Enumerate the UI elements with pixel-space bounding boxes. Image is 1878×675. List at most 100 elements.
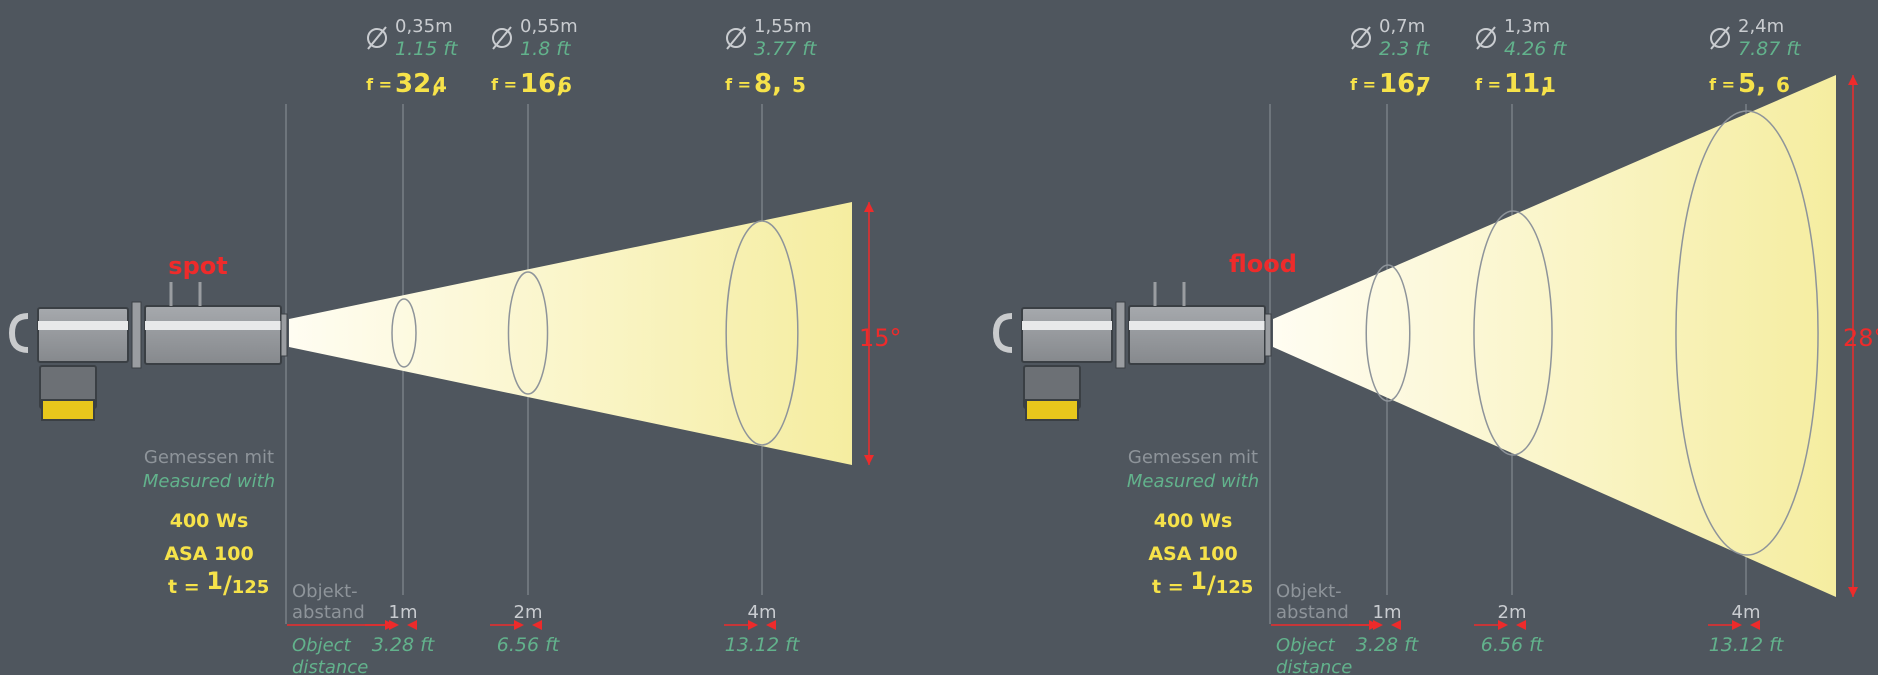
- energy-value: 400 Ws: [170, 510, 249, 532]
- exposure-time-num: 1: [206, 567, 223, 595]
- exposure-time-sep: /: [1207, 571, 1216, 599]
- diameter-symbol: [492, 28, 512, 48]
- exposure-time-num: 1: [1190, 567, 1207, 595]
- diameter-meters: 0,7m: [1379, 16, 1425, 37]
- stand-yellow-foot: [41, 399, 95, 421]
- diameter-symbol: [1351, 28, 1371, 48]
- f-number-main: 8,: [754, 69, 782, 99]
- distance-feet: 3.28 ft: [372, 634, 436, 656]
- distance-feet: 13.12 ft: [1709, 634, 1785, 656]
- f-number-decimal: 6: [558, 73, 572, 97]
- distance-de-line2: abstand: [292, 602, 365, 623]
- exposure-time-prefix: t =: [168, 576, 206, 598]
- f-number-main: 5,: [1738, 69, 1766, 99]
- lamp-lens-rim: [1264, 313, 1272, 357]
- beam-cross-section: [725, 220, 799, 446]
- lamp-stripe: [1022, 321, 1112, 330]
- diameter-slash: [1710, 26, 1730, 50]
- diameter-symbol: [1710, 28, 1730, 48]
- lamp-lens-rim: [280, 313, 288, 357]
- distance-meters: 2m: [1498, 602, 1527, 623]
- f-number-main: 11,: [1504, 69, 1550, 99]
- diameter-symbol: [726, 28, 746, 48]
- distance-feet: 3.28 ft: [1356, 634, 1420, 656]
- red-arrow: [1373, 620, 1383, 630]
- arrow-head-down: [864, 455, 874, 465]
- red-arrow: [389, 620, 399, 630]
- exposure-time: t = 1/125: [168, 567, 269, 599]
- f-prefix: f =: [1709, 75, 1735, 94]
- diameter-meters: 2,4m: [1738, 16, 1784, 37]
- lamp-stripe: [1129, 321, 1265, 330]
- lamp-body-front: [144, 305, 282, 365]
- exposure-time-sep: /: [223, 571, 232, 599]
- mode-label: flood: [1229, 250, 1297, 278]
- exposure-time-den: 125: [1216, 577, 1254, 598]
- distance-meters: 4m: [1732, 602, 1761, 623]
- red-arrow: [514, 620, 524, 630]
- red-arrow: [1498, 620, 1508, 630]
- f-prefix: f =: [366, 75, 392, 94]
- mode-label: spot: [168, 252, 227, 280]
- red-arrow: [1732, 620, 1742, 630]
- distance-meters: 2m: [514, 602, 543, 623]
- beam-angle-label: 15°: [859, 324, 902, 352]
- lamp-body-rear: [1021, 307, 1113, 363]
- lamp-ring: [1115, 301, 1126, 369]
- red-arrow: [407, 620, 417, 630]
- f-number-decimal: 6: [1776, 73, 1790, 97]
- measured-en: Measured with: [1127, 471, 1259, 492]
- distance-de-line2: abstand: [1276, 602, 1349, 623]
- beam-cross-section: [1675, 110, 1819, 556]
- lamp-body-front: [1128, 305, 1266, 365]
- diameter-meters: 1,3m: [1504, 16, 1550, 37]
- iso-value: ASA 100: [164, 543, 253, 565]
- light-beam: [1273, 75, 1836, 597]
- f-number-decimal: 5: [792, 73, 806, 97]
- f-prefix: f =: [725, 75, 751, 94]
- lamp-handle-icon: [8, 313, 29, 353]
- f-number-main: 32,: [395, 69, 441, 99]
- beam-cross-section: [507, 271, 549, 395]
- f-number-main: 16,: [1379, 69, 1425, 99]
- arrow-head-up: [864, 202, 874, 212]
- beam-cross-section: [391, 298, 417, 368]
- iso-value: ASA 100: [1148, 543, 1237, 565]
- diameter-feet: 2.3 ft: [1379, 38, 1431, 60]
- lamp-stripe: [38, 321, 128, 330]
- distance-de-line1: Objekt-: [292, 581, 358, 602]
- measured-de: Gemessen mit: [144, 447, 274, 468]
- exposure-time: t = 1/125: [1152, 567, 1253, 599]
- distance-feet: 6.56 ft: [497, 634, 561, 656]
- diameter-symbol: [367, 28, 387, 48]
- distance-feet: 13.12 ft: [725, 634, 801, 656]
- beam-cross-section: [1473, 210, 1553, 456]
- distance-de-line1: Objekt-: [1276, 581, 1342, 602]
- red-arrow: [1750, 620, 1760, 630]
- distance-en-line1: Object: [1276, 635, 1336, 656]
- exposure-time-den: 125: [232, 577, 270, 598]
- diameter-feet: 1.8 ft: [520, 38, 572, 60]
- diameter-slash: [367, 26, 387, 50]
- diameter-slash: [1476, 26, 1496, 50]
- f-prefix: f =: [491, 75, 517, 94]
- measured-en: Measured with: [143, 471, 275, 492]
- lamp-handle-icon: [992, 313, 1013, 353]
- lamp-ring: [131, 301, 142, 369]
- diameter-slash: [726, 26, 746, 50]
- measured-de: Gemessen mit: [1128, 447, 1258, 468]
- diameter-symbol: [1476, 28, 1496, 48]
- diameter-meters: 0,35m: [395, 16, 453, 37]
- f-number-decimal: 1: [1542, 73, 1556, 97]
- distance-meters: 1m: [1373, 602, 1402, 623]
- red-arrow: [1391, 620, 1401, 630]
- distance-en-line1: Object: [292, 635, 352, 656]
- diameter-meters: 0,55m: [520, 16, 578, 37]
